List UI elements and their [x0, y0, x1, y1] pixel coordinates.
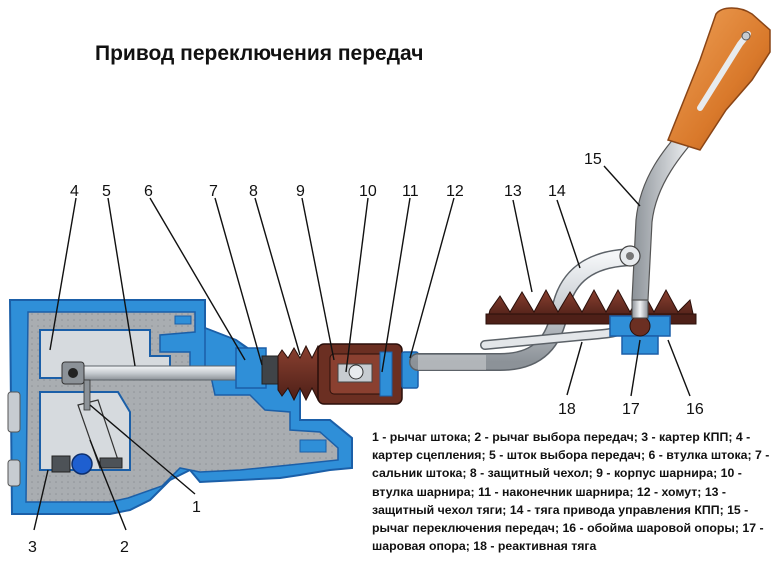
- callout-4: 4: [70, 183, 79, 200]
- callout-2: 2: [120, 539, 129, 556]
- callout-9: 9: [296, 183, 305, 200]
- callout-12: 12: [446, 183, 464, 200]
- callout-15: 15: [584, 151, 602, 168]
- callout-11: 11: [402, 183, 419, 200]
- callout-numbers: 4 5 6 7 8 9 10 11 12 13 14 15 1 2 3 18 1…: [28, 151, 704, 556]
- callout-13: 13: [504, 183, 522, 200]
- joint-housing: [317, 343, 403, 405]
- parts-legend: 1 - рычаг штока; 2 - рычаг выбора переда…: [372, 430, 770, 554]
- callout-5: 5: [102, 183, 111, 200]
- callout-8: 8: [249, 183, 258, 200]
- callout-18: 18: [558, 401, 576, 418]
- callout-6: 6: [144, 183, 153, 200]
- callout-1: 1: [192, 499, 201, 516]
- diagram-title: Привод переключения передач: [95, 42, 424, 65]
- callout-7: 7: [209, 183, 218, 200]
- callout-10: 10: [359, 183, 377, 200]
- callout-16: 16: [686, 401, 704, 418]
- callout-17: 17: [622, 401, 640, 418]
- selector-levers: [51, 379, 123, 475]
- ball-support: [609, 299, 671, 355]
- callout-3: 3: [28, 539, 37, 556]
- gear-shift-lever: [619, 7, 771, 301]
- rod-seal: [235, 347, 279, 389]
- callout-14: 14: [548, 183, 566, 200]
- leader-lines: [33, 165, 691, 531]
